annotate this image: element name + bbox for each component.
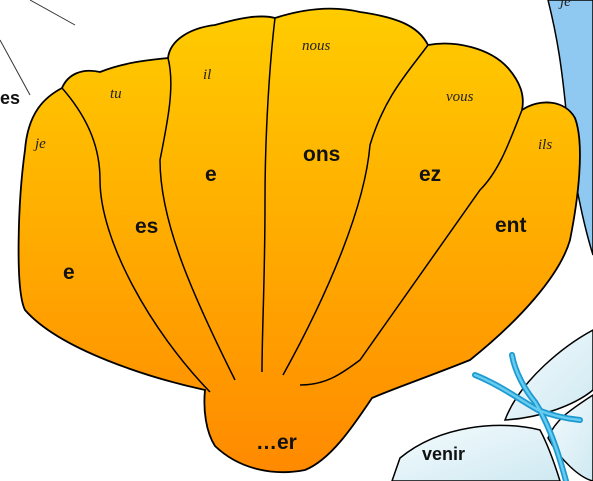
- fragment-left-ending: es: [0, 88, 20, 108]
- ending-il: e: [205, 163, 217, 186]
- pronoun-je: je: [33, 136, 46, 152]
- shell-body: [17, 7, 581, 474]
- fragment-top-right-pronoun: je: [558, 0, 571, 10]
- decor-line: [0, 39, 31, 96]
- stem-highlight: [473, 353, 582, 481]
- pronoun-il: il: [203, 67, 211, 83]
- leaf-right: [547, 394, 593, 481]
- ending-je: e: [63, 261, 75, 284]
- decor-line: [29, 0, 76, 26]
- shell-ribs: [61, 17, 523, 393]
- pronoun-tu: tu: [110, 86, 122, 102]
- infinitive-ending: …er: [256, 431, 297, 454]
- ending-nous: ons: [303, 143, 340, 166]
- ending-vous: ez: [419, 163, 441, 186]
- pronoun-ils: ils: [538, 137, 552, 153]
- ending-tu: es: [135, 215, 158, 238]
- fragment-verb-venir: venir: [422, 444, 465, 464]
- pronoun-vous: vous: [446, 89, 474, 105]
- leaf-upper: [503, 329, 593, 421]
- pronoun-nous: nous: [302, 38, 331, 54]
- leaf-lower: [391, 424, 561, 481]
- ending-ils: ent: [495, 214, 527, 237]
